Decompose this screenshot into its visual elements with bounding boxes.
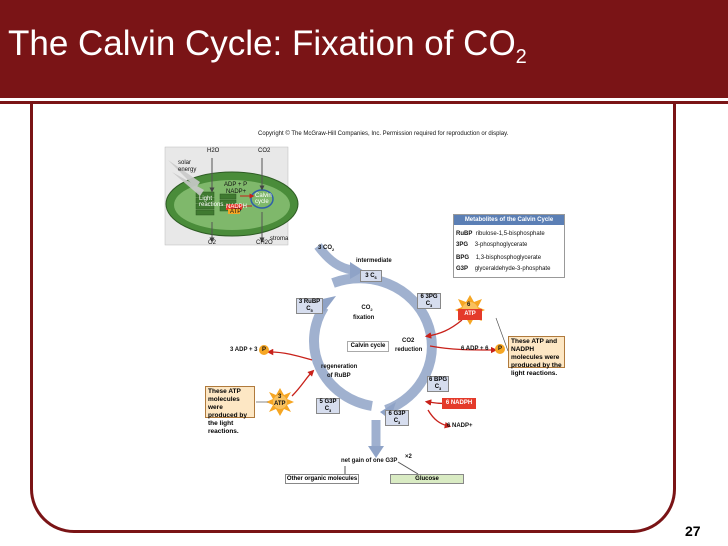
title-divider xyxy=(0,101,728,104)
net-gain-label: net gain of one G3P xyxy=(341,458,398,464)
inset-atp-label: ATP xyxy=(230,209,242,215)
title-bar: The Calvin Cycle: Fixation of CO2 xyxy=(0,0,728,98)
inset-stroma-label: stroma xyxy=(270,236,289,242)
inset-solar-label: solar energy xyxy=(178,160,197,173)
table-row: RuBP ribulose-1,5-bisphosphate xyxy=(456,231,545,237)
slide-title: The Calvin Cycle: Fixation of CO2 xyxy=(8,24,527,68)
c6-box: 3 C6 xyxy=(360,270,382,282)
inset-h2o-label: H2O xyxy=(207,148,220,154)
fixation-label: fixation xyxy=(353,315,375,321)
inset-light-reactions-label: Light reactions xyxy=(199,196,224,208)
atp6-count: 6 xyxy=(467,302,471,308)
nadp6-label: 6 NADP+ xyxy=(447,423,473,429)
regeneration-label: regeneration xyxy=(321,364,358,370)
atp3-label: ATP xyxy=(274,401,286,407)
phosphate-icon: P xyxy=(259,345,269,355)
metabolites-table: Metabolites of the Calvin Cycle RuBP rib… xyxy=(453,214,565,278)
atp6-pill: ATP xyxy=(458,309,482,320)
reduction-co2-label: CO2 xyxy=(402,338,415,344)
atp3-count: 3 xyxy=(278,394,282,400)
of-rubp-label: of RuBP xyxy=(327,373,351,379)
inset-ch2o-label: CH2O xyxy=(256,240,273,246)
inset-nadp-label: NADP+ xyxy=(226,189,247,195)
right-note: These ATP and NADPH molecules were produ… xyxy=(508,336,565,377)
nadph6-pill: 6 NADPH xyxy=(442,398,476,409)
glucose-box: Glucose xyxy=(390,474,464,484)
reduction-label: reduction xyxy=(395,347,423,353)
inset-calvin-label: Calvin cycle xyxy=(255,193,272,205)
table-row: G3P glyceraldehyde-3-phosphate xyxy=(456,266,551,272)
page-number: 27 xyxy=(685,523,701,539)
co2-input-label: 3 CO2 xyxy=(318,245,335,253)
intermediate-label: intermediate xyxy=(356,258,392,264)
fixation-co2-label: CO2 xyxy=(361,305,373,313)
left-note: These ATP molecules were produced by the… xyxy=(205,386,255,435)
calvin-cycle-center-label: Calvin cycle xyxy=(347,341,389,352)
adp3-label: 3 ADP + 3 xyxy=(230,347,258,353)
content-frame xyxy=(30,103,676,533)
copyright-notice: Copyright © The McGraw-Hill Companies, I… xyxy=(258,131,509,137)
other-organic-molecules-box: Other organic molecules xyxy=(285,474,359,484)
inset-adp-label: ADP + P xyxy=(224,182,248,188)
times-two-label: ×2 xyxy=(405,454,412,460)
adp6-label: 6 ADP + 6 xyxy=(461,346,489,352)
inset-co2-label: CO2 xyxy=(258,148,271,154)
table-row: 3PG 3-phosphoglycerate xyxy=(456,242,528,248)
phosphate-icon: P xyxy=(495,344,505,354)
inset-o2-label: O2 xyxy=(208,240,217,246)
inset-nadph-label: NADPH xyxy=(226,204,248,210)
table-row: BPG 1,3-bisphosphoglycerate xyxy=(456,255,542,261)
metabolites-table-header: Metabolites of the Calvin Cycle xyxy=(454,215,564,225)
